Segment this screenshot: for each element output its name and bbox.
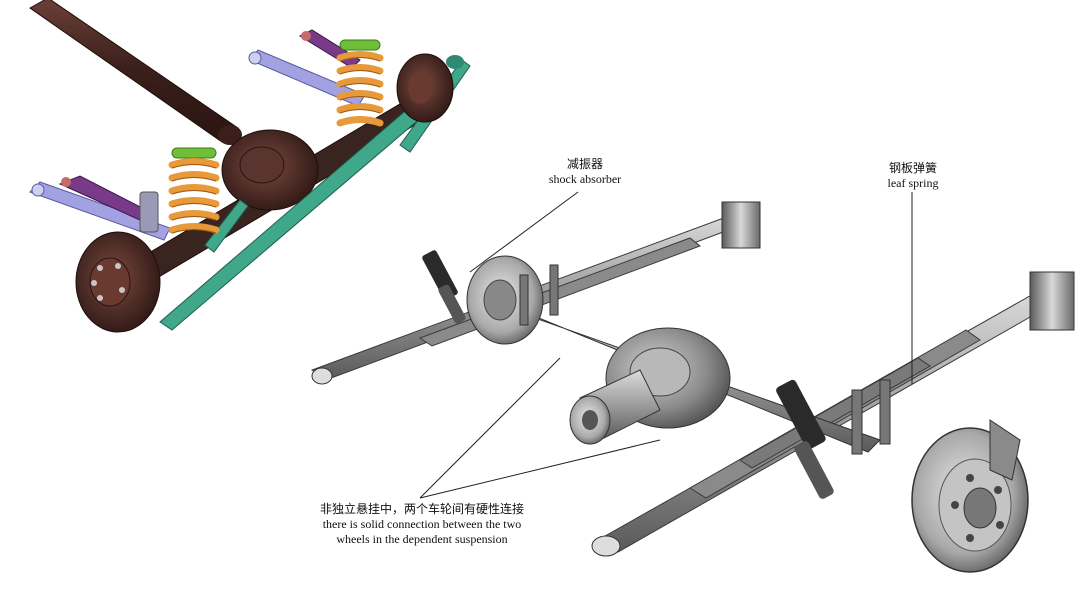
solid-connection-label: 非独立悬挂中，两个车轮间有硬性连接 there is solid connect… <box>272 502 572 547</box>
solid-connection-label-en-2: wheels in the dependent suspension <box>336 532 508 546</box>
coil-spring-left <box>168 147 220 234</box>
shock-absorber-rear <box>422 250 466 324</box>
leaf-spring-label-en: leaf spring <box>887 176 939 190</box>
shock-absorber-front <box>776 379 834 499</box>
solid-connection-label-en-1: there is solid connection between the tw… <box>322 517 522 531</box>
solid-connection-label-zh: 非独立悬挂中，两个车轮间有硬性连接 <box>319 502 524 516</box>
leaf-spring-label: 钢板弹簧 leaf spring <box>870 161 956 191</box>
leaf-spring-label-zh: 钢板弹簧 <box>888 161 937 175</box>
shock-absorber-label-zh: 减振器 <box>566 157 603 171</box>
shock-absorber-label-en: shock absorber <box>548 172 622 186</box>
shock-absorber-label: 减振器 shock absorber <box>540 157 630 187</box>
leaf-spring-axle-illustration <box>310 201 1075 573</box>
leader-lines <box>419 191 913 499</box>
coil-spring-right <box>336 39 384 127</box>
coil-spring-axle-illustration <box>29 0 471 333</box>
brake-disc-right <box>911 419 1029 573</box>
